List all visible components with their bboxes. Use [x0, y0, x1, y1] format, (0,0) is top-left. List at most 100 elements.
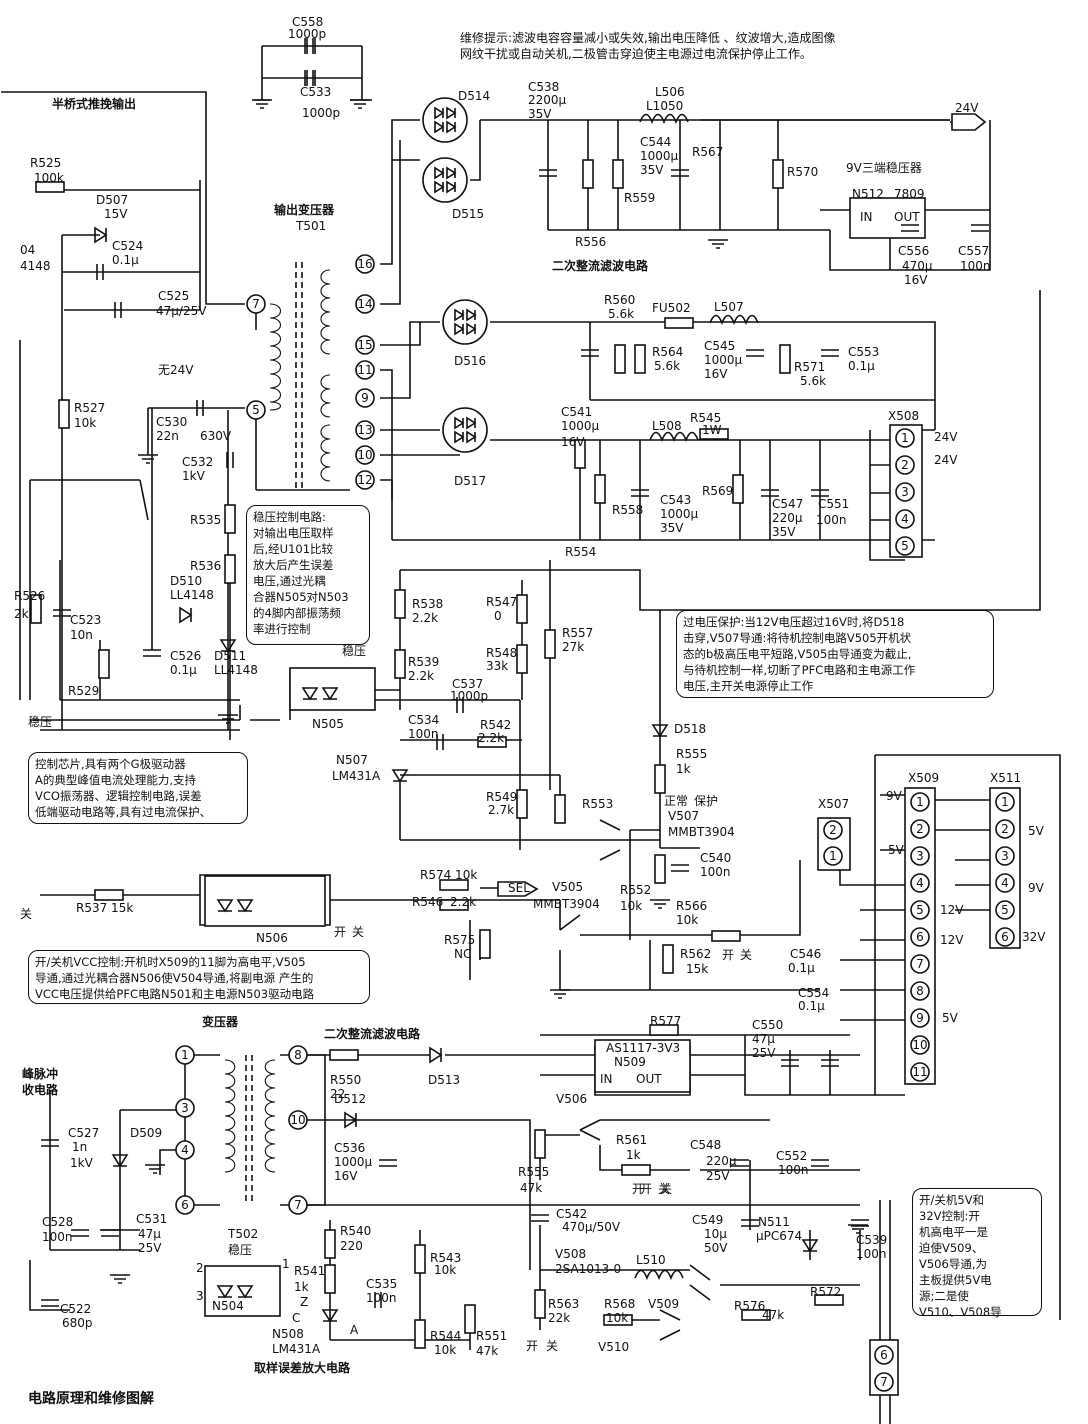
label-221: V508 [555, 1247, 586, 1261]
t501-pin-7-num: 7 [252, 297, 260, 311]
label-166: 47μ [752, 1032, 775, 1046]
c525-capacitor [114, 302, 122, 318]
label-138: 9V [1028, 881, 1045, 895]
c549-capacitor [741, 1219, 759, 1227]
label-203: 220 [340, 1239, 363, 1253]
gnd-v505 [550, 989, 570, 999]
label-142: 5V [942, 1011, 959, 1025]
gnd-c544 [708, 239, 728, 249]
label-127: C540 [700, 851, 731, 865]
label-85: R558 [612, 503, 643, 517]
c542-capacitor [531, 1214, 549, 1222]
opto-led-5 [236, 1285, 254, 1299]
c552-capacitor [811, 1159, 829, 1167]
label-228: V509 [648, 1297, 679, 1311]
label-206: C535 [366, 1277, 397, 1291]
label-198: C528 [42, 1215, 73, 1229]
label-196: 47μ [138, 1227, 161, 1241]
t501-pin-16-num: 16 [357, 257, 372, 271]
label-88: 35V [660, 521, 684, 535]
label-73: 0.1μ [848, 359, 875, 373]
label-234: 10μ [704, 1227, 727, 1241]
x509-pin-1-num: 1 [916, 795, 924, 809]
label-165: C550 [752, 1018, 783, 1032]
x507-pin-2-num: 2 [829, 823, 837, 837]
label-93: C551 [818, 497, 849, 511]
r577-resistor [649, 1024, 679, 1036]
label-51: N512 [852, 187, 884, 201]
label-56: 470μ [902, 259, 933, 273]
r544-resistor [414, 1319, 426, 1349]
label-151: 2.2k [450, 895, 476, 909]
overvoltage-note: 过电压保护:当12V电压超过16V时,将D518 击穿,V507导通:将待机控制… [676, 610, 994, 698]
label-159: 关 [740, 948, 752, 962]
r553-resistor [554, 794, 566, 824]
x509-pin-11: 11 [910, 1062, 930, 1082]
label-0: C558 [292, 15, 323, 29]
label-132: 10k [676, 913, 698, 927]
c528-capacitor [71, 1229, 89, 1237]
label-175: D512 [334, 1092, 366, 1106]
label-66: 1000μ [704, 353, 743, 367]
r540-resistor [324, 1229, 336, 1259]
label-224: R563 [548, 1297, 579, 1311]
x507-pin-2: 2 [823, 820, 843, 840]
t-lower-pin-8-num: 8 [294, 1048, 302, 1062]
x508-pin-4: 4 [895, 509, 915, 529]
label-223: L510 [636, 1253, 666, 1267]
x509-pin-7-num: 7 [916, 957, 924, 971]
c532-capacitor [226, 452, 234, 468]
label-171: OUT [636, 1072, 662, 1086]
label-12: C525 [158, 289, 189, 303]
label-193: 1kV [70, 1156, 94, 1170]
label-78: L508 [652, 419, 682, 433]
label-237: μPC674 [756, 1229, 802, 1243]
label-28: C523 [70, 613, 101, 627]
c524-capacitor [96, 264, 104, 280]
label-229: R572 [810, 1285, 841, 1299]
x509-pin-10-num: 10 [912, 1038, 927, 1052]
gnd-c539 [848, 1224, 868, 1234]
label-189: 开 [640, 1182, 652, 1196]
r535-resistor [224, 504, 236, 534]
label-152: R575 [444, 933, 475, 947]
label-94: 100n [816, 513, 847, 527]
peak-pulse-label: 峰脉冲 收电路 [22, 1067, 59, 1097]
label-112: R542 [480, 718, 511, 732]
secondary-rect2-label: 二次整流滤波电路 [324, 1027, 421, 1041]
t-lower-pin-1: 1 [175, 1045, 195, 1065]
label-183: 220μ [706, 1154, 737, 1168]
r541-resistor [324, 1264, 336, 1294]
label-125: MMBT3904 [668, 825, 735, 839]
label-91: 220μ [772, 511, 803, 525]
label-25: LL4148 [170, 588, 214, 602]
label-55: C556 [898, 244, 929, 258]
label-67: 16V [704, 367, 728, 381]
c557-capacitor [971, 224, 989, 232]
label-202: R540 [340, 1224, 371, 1238]
c547-capacitor [761, 489, 779, 497]
x508-pin-5: 5 [895, 536, 915, 556]
label-222: 2SA1013-0 [555, 1262, 621, 1276]
t501-pin-15: 15 [355, 335, 375, 355]
t-lower-pin-6-num: 6 [181, 1198, 189, 1212]
opto-led-0 [301, 687, 319, 701]
x509-pin-2-num: 2 [916, 822, 924, 836]
x509-pin-1: 1 [910, 792, 930, 812]
label-105: 27k [562, 640, 584, 654]
r559b-resistor [612, 159, 624, 189]
label-52: 7809 [894, 187, 925, 201]
fu502-resistor [664, 317, 694, 329]
label-154: 开 [334, 925, 346, 939]
t-lower-pin-1-num: 1 [181, 1048, 189, 1062]
label-123: 保护 [694, 794, 718, 808]
x509-pin-5-num: 5 [916, 903, 924, 917]
out-24v-arrow [951, 113, 987, 131]
t-lower-pin-8: 8 [288, 1045, 308, 1065]
label-241: 关 [546, 1339, 558, 1353]
label-70: R571 [794, 360, 825, 374]
label-64: L507 [714, 300, 744, 314]
gnd-t-lower [145, 1164, 165, 1174]
label-40: L506 [655, 85, 685, 99]
